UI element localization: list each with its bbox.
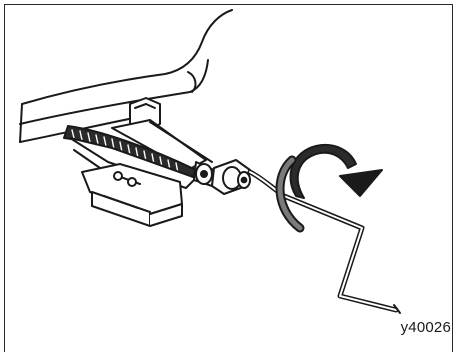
vehicle-body [20,10,232,142]
scissor-jack [64,98,250,226]
jack-handle [250,172,400,313]
figure-code-label: y40026 [401,319,451,336]
